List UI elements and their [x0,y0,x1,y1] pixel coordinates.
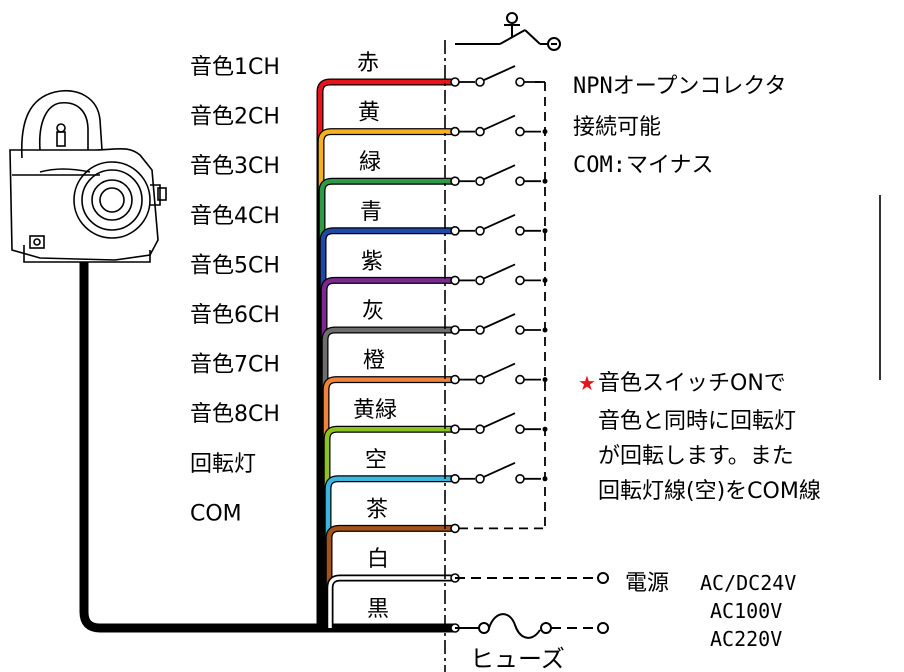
star-note-line4: 回転灯線(空)をCOM線 [598,479,821,504]
power-voltage-2: AC100V [710,599,782,623]
channel-label: 音色2CH [190,105,280,130]
power-voltage-1: AC/DC24V [700,571,796,595]
channel-label: 音色5CH [190,253,280,278]
siren-speaker-illustration [9,90,167,263]
channel-label: COM [190,501,242,526]
switch-contact [515,176,525,186]
terminal-dot [450,77,460,87]
star-note-line1: 音色スイッチONで [598,371,786,396]
main-cable [79,262,455,633]
channel-label: 音色6CH [190,303,280,328]
switch-contact [515,424,525,435]
wire-3 [319,178,455,628]
switch-contact [475,275,485,286]
switch-lever [483,213,516,230]
channel-label: 音色8CH [190,402,280,427]
terminal-dot [450,126,460,137]
terminal-dot [450,226,460,236]
switch-contact [515,126,525,137]
channel-label: 音色1CH [190,55,280,80]
wire-color-label: 緑 [359,150,381,175]
switch-contact [515,473,525,484]
wire-outline [324,475,455,628]
switch-contact [515,275,525,286]
switch-contact [515,77,525,87]
wire-color-label: 白 [367,547,389,572]
wire-9 [325,476,455,628]
switch-contact [475,374,485,385]
wire-color-label: 紫 [361,249,383,274]
channel-label: 回転灯 [190,452,256,477]
star-note-line2: 音色と同時に回転灯 [598,409,796,434]
wire-5 [321,278,455,628]
label-layer: 赤 音色1CH 黄 音色2CH 緑 音色3CH 青 音色4CH 紫 音色5CH 灰 音色6CH 橙 音色7… [190,51,397,622]
switch-layer [450,65,548,633]
switch-lever [483,461,516,478]
wire-8 [324,426,455,628]
terminal-dot [450,275,460,286]
terminal-dot [450,523,460,534]
wire-color-label: 黄緑 [353,398,397,423]
wire-10 [326,526,455,628]
wire-2 [318,129,455,628]
switch-contact [475,176,485,186]
star-note-line3: が回転します。また [598,444,794,469]
wire-6 [322,327,455,628]
terminal-dot [450,473,460,484]
switch-contact [515,226,525,236]
switch-contact [475,325,485,335]
power-voltage-3: AC220V [710,627,782,651]
wire-color-label: 青 [360,200,382,225]
npn-note-line3: COM:マイナス [573,153,714,178]
star-icon: ★ [578,371,596,395]
wire-color-label: 空 [365,448,387,473]
power-label: 電源 [625,571,669,596]
npn-note-line1: NPNオープンコレクタ [573,74,787,99]
switch-contact [475,424,485,435]
terminal-dot [450,325,460,335]
switch-contact [475,126,485,137]
wire-7 [323,377,455,628]
wire-1 [317,79,455,628]
switch-lever [483,313,516,329]
switch-lever [483,114,516,131]
power-lines [455,572,609,639]
wire-color-label: 黒 [367,597,389,622]
wire-color-label: 黄 [358,101,380,126]
switch-contact [515,325,525,335]
switch-contact [475,77,485,87]
switch-lever [483,263,516,280]
terminal-dot [450,424,460,435]
wire-color-label: 赤 [357,51,379,76]
top-switch-symbol [455,12,561,51]
wire-outline [326,574,455,628]
npn-note-line2: 接続可能 [573,115,661,140]
fuse-label: ヒューズ [470,645,565,672]
switch-contact [475,226,485,236]
wire-color-label: 灰 [362,299,384,324]
channel-label: 音色3CH [190,154,280,179]
terminal-dot [450,374,460,385]
wire-color-label: 橙 [363,349,385,374]
wire-11 [328,576,455,628]
terminal-dot [450,176,460,186]
switch-contact [475,473,485,484]
wire-4 [320,228,455,628]
switch-lever [483,362,516,379]
switch-lever [483,65,516,81]
channel-label: 音色7CH [190,353,280,378]
wire-color-label: 茶 [366,497,388,522]
switch-lever [483,412,516,429]
switch-lever [483,164,516,181]
switch-contact [515,374,525,385]
wire-layer [79,78,455,633]
channel-label: 音色4CH [190,204,280,229]
